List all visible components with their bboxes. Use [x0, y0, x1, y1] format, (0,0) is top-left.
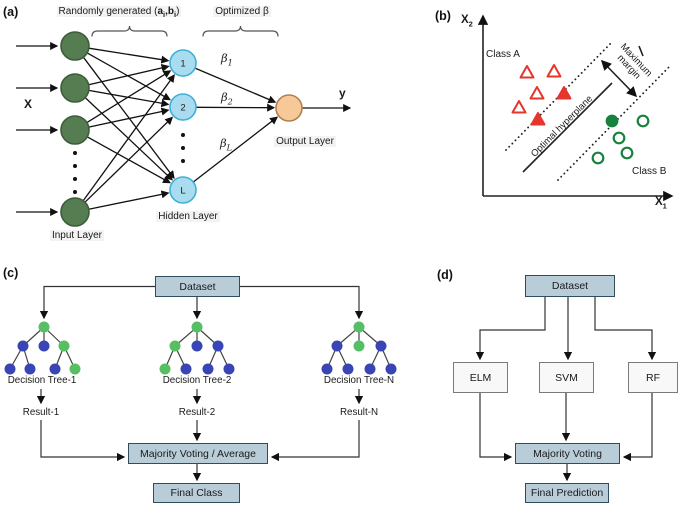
optimized-beta-label: Optimized β — [213, 6, 271, 17]
beta-1-label: β1 — [221, 51, 233, 68]
hidden-layer-label: Hidden Layer — [156, 211, 220, 222]
panel-b-figure — [477, 14, 674, 202]
panel-d-label: (d) — [437, 268, 453, 282]
decision-tree-2 — [159, 321, 235, 375]
input-layer-label: Input Layer — [49, 230, 105, 241]
brace-randomly-generated — [91, 25, 168, 37]
input-x-symbol: X — [24, 97, 33, 111]
majority-voting-box: Majority Voting — [515, 443, 620, 464]
output-layer-label: Output Layer — [274, 136, 336, 147]
decision-tree-n — [321, 321, 397, 375]
tree-to-result-arrows — [36, 389, 364, 405]
svm-box: SVM — [539, 362, 594, 393]
hidden-layer-nodes: 1 2 L — [169, 49, 197, 204]
final-prediction-box: Final Prediction — [525, 483, 609, 503]
hidden-to-output-connections — [192, 67, 279, 183]
dataset-box-c: Dataset — [155, 276, 240, 297]
model-to-majority-arrows — [479, 393, 653, 462]
input-arrows — [16, 41, 59, 217]
dataset-branches-d — [475, 297, 657, 361]
brace-optimized-beta — [202, 25, 279, 37]
panel-c-figure — [4, 285, 397, 482]
result-to-majority-arrows — [40, 420, 360, 462]
axes — [477, 14, 674, 202]
beta-2-label: β2 — [221, 90, 233, 107]
decision-tree-n-label: Decision Tree-N — [323, 375, 395, 386]
class-a-label: Class A — [486, 49, 520, 60]
rf-box: RF — [628, 362, 678, 393]
x2-axis-label: X2 — [461, 14, 473, 29]
dataset-branches — [39, 285, 364, 320]
hidden-node-1-label: 1 — [180, 59, 185, 70]
dataset-box-d: Dataset — [525, 275, 615, 297]
elm-box: ELM — [453, 362, 508, 393]
panel-a-figure: 1 2 L — [16, 25, 352, 227]
result-1-label: Result-1 — [22, 407, 60, 418]
panel-d-figure — [475, 297, 657, 482]
result-2-label: Result-2 — [178, 407, 216, 418]
class-b-label: Class B — [632, 166, 667, 177]
randomly-generated-label: Randomly generated (ai,bi) — [56, 6, 182, 19]
majority-voting-average-box: Majority Voting / Average — [128, 443, 268, 464]
panel-b-label: (b) — [435, 9, 451, 23]
class-b-markers — [591, 114, 650, 165]
margin-width-arrow — [600, 59, 638, 98]
hidden-node-2-label: 2 — [180, 103, 185, 114]
panel-a-label: (a) — [3, 5, 19, 19]
margin-tick — [638, 45, 644, 57]
input-to-hidden-connections — [82, 47, 175, 210]
decision-tree-1-label: Decision Tree-1 — [7, 375, 77, 386]
hidden-node-L-label: L — [180, 186, 185, 197]
output-layer-node — [275, 94, 303, 122]
output-y-symbol: y — [339, 86, 346, 100]
decision-tree-1 — [4, 321, 81, 375]
final-class-box: Final Class — [153, 483, 240, 503]
x1-axis-label: X1 — [655, 196, 667, 211]
class-a-markers — [511, 64, 572, 126]
input-layer-nodes — [60, 31, 90, 227]
decision-tree-2-label: Decision Tree-2 — [162, 375, 232, 386]
result-n-label: Result-N — [339, 407, 379, 418]
beta-L-label: βL — [220, 136, 232, 153]
panel-c-label: (c) — [3, 266, 19, 280]
